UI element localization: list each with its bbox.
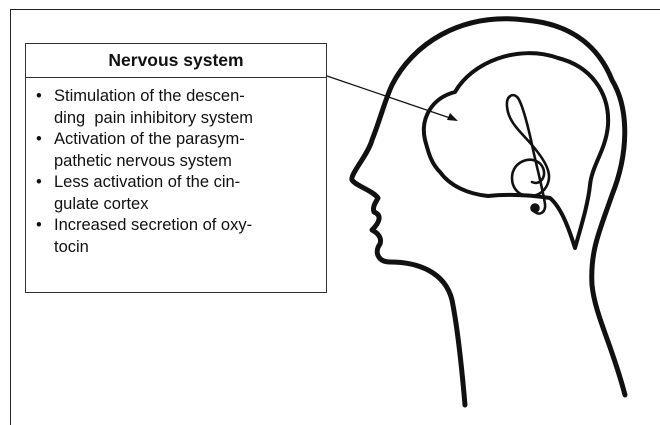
arrowhead-icon xyxy=(447,113,458,121)
pointer-line xyxy=(327,76,450,118)
brain-icon xyxy=(424,53,608,248)
